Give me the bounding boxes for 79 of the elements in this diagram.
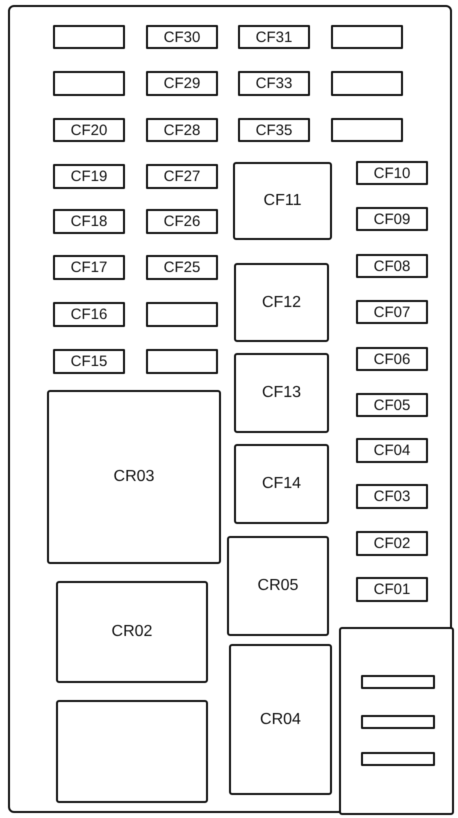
fuse-label: CF17 bbox=[70, 260, 108, 275]
empty-fuse-slot bbox=[53, 71, 125, 96]
fuse-label: CR03 bbox=[114, 469, 154, 485]
fuse-slot bbox=[53, 349, 125, 374]
bar-slot bbox=[361, 715, 435, 729]
fuse-label: CF02 bbox=[374, 536, 410, 551]
fuse-label: CF16 bbox=[70, 307, 108, 322]
fuse-slot bbox=[238, 71, 310, 96]
relay-slot bbox=[229, 644, 332, 795]
fuse-slot bbox=[53, 209, 125, 234]
fuse-slot bbox=[356, 531, 428, 556]
fuse-slot bbox=[356, 207, 428, 231]
fuse-label: CF03 bbox=[374, 489, 410, 504]
fuse-slot bbox=[146, 25, 218, 49]
fuse-label: CF13 bbox=[262, 385, 302, 401]
fuse-label: CF25 bbox=[164, 260, 200, 275]
empty-fuse-slot bbox=[53, 25, 125, 49]
fuse-label: CR04 bbox=[260, 712, 301, 728]
fuse-slot bbox=[146, 164, 218, 189]
fuse-label: CF08 bbox=[374, 258, 410, 274]
fuse-slot bbox=[238, 25, 310, 49]
relay-slot bbox=[234, 444, 329, 524]
empty-relay-slot bbox=[339, 627, 454, 815]
fuse-label: CF01 bbox=[374, 582, 410, 597]
fuse-slot bbox=[356, 254, 428, 278]
fuse-label: CF10 bbox=[374, 166, 410, 180]
fuse-slot bbox=[53, 302, 125, 327]
fuse-label: CF14 bbox=[262, 476, 302, 492]
fuse-label: CF31 bbox=[256, 30, 292, 44]
empty-fuse-slot bbox=[146, 302, 218, 327]
fuse-label: CR02 bbox=[112, 624, 152, 640]
bar-slot bbox=[361, 675, 435, 689]
fuse-label: CF20 bbox=[70, 122, 108, 138]
fuse-slot bbox=[53, 164, 125, 189]
fuse-slot bbox=[356, 484, 428, 509]
fuse-label: CF30 bbox=[164, 30, 200, 44]
fuse-label: CF07 bbox=[374, 304, 410, 320]
fuse-slot bbox=[356, 161, 428, 185]
relay-slot bbox=[234, 263, 329, 342]
fuse-label: CF26 bbox=[164, 214, 200, 229]
fuse-label: CF35 bbox=[256, 122, 292, 138]
fuse-label: CF15 bbox=[70, 354, 108, 369]
fuse-slot bbox=[146, 118, 218, 142]
empty-fuse-slot bbox=[331, 71, 403, 96]
fuse-slot bbox=[146, 209, 218, 234]
fuse-label: CF18 bbox=[70, 214, 108, 229]
relay-slot bbox=[233, 162, 332, 240]
fuse-label: CF09 bbox=[374, 212, 410, 226]
relay-slot bbox=[234, 353, 329, 433]
empty-relay-slot bbox=[56, 700, 208, 803]
fuse-slot bbox=[238, 118, 310, 142]
fuse-label: CR05 bbox=[258, 578, 298, 594]
fuse-box-outline bbox=[8, 5, 452, 813]
fuse-slot bbox=[356, 577, 428, 602]
fuse-label: CF05 bbox=[374, 398, 410, 412]
fuse-label: CF19 bbox=[70, 169, 108, 184]
empty-fuse-slot bbox=[331, 118, 403, 142]
fuse-slot bbox=[53, 118, 125, 142]
fuse-label: CF33 bbox=[256, 76, 292, 91]
fuse-slot bbox=[53, 255, 125, 280]
empty-fuse-slot bbox=[146, 349, 218, 374]
fuse-slot bbox=[146, 255, 218, 280]
fuse-slot bbox=[356, 438, 428, 463]
fuse-label: CF11 bbox=[264, 193, 302, 209]
relay-slot bbox=[47, 390, 221, 564]
empty-fuse-slot bbox=[331, 25, 403, 49]
fuse-label: CF06 bbox=[374, 352, 410, 366]
relay-slot bbox=[56, 581, 208, 683]
fuse-label: CF04 bbox=[374, 443, 410, 458]
fuse-label: CF29 bbox=[164, 76, 200, 91]
fuse-label: CF27 bbox=[164, 169, 200, 184]
relay-slot bbox=[227, 536, 329, 636]
bar-slot bbox=[361, 752, 435, 766]
fuse-slot bbox=[146, 71, 218, 96]
fuse-slot bbox=[356, 347, 428, 371]
fuse-slot bbox=[356, 393, 428, 417]
fuse-slot bbox=[356, 300, 428, 324]
fuse-label: CF28 bbox=[164, 122, 200, 138]
fuse-label: CF12 bbox=[262, 294, 302, 310]
